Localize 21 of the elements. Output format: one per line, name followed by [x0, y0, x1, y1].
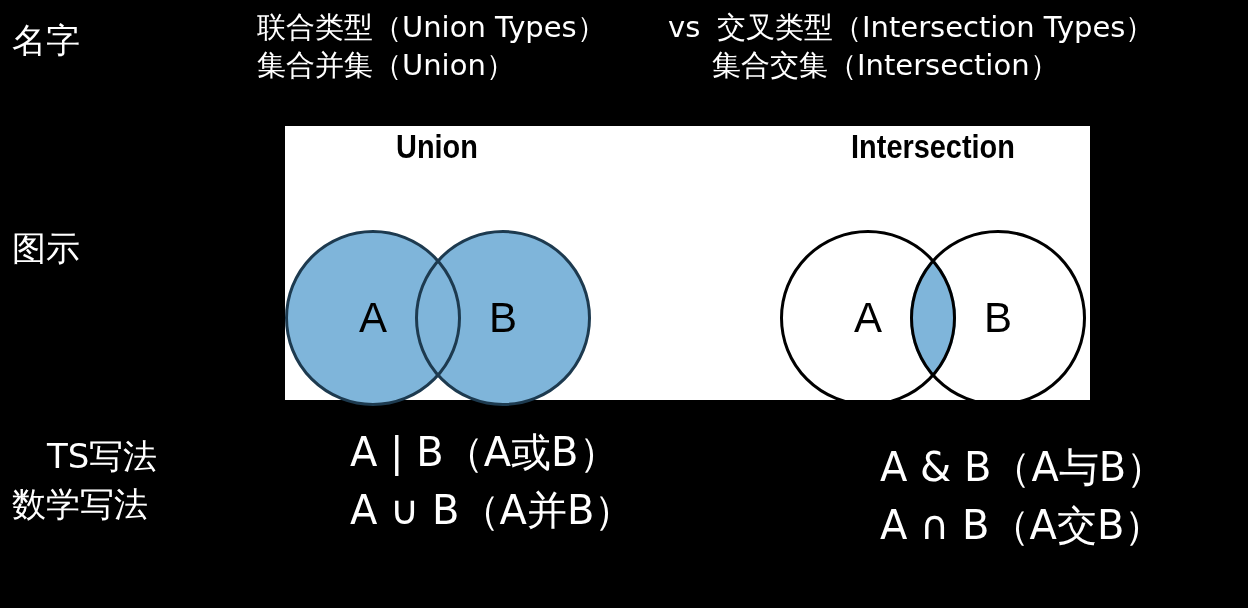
type-name: 交叉类型（Intersection Types）: [717, 12, 1155, 44]
row-heading: TS写法: [47, 438, 158, 476]
set-name: 集合并集（Union）: [257, 50, 515, 82]
row-heading: 名字: [12, 22, 80, 60]
math-expression: A ∩ B（A交B）: [880, 503, 1165, 547]
set-letter: B: [983, 294, 1013, 342]
venn-circle: [415, 230, 591, 406]
venn-circle: [285, 230, 461, 406]
ts-expression: A | B（A或B）: [350, 430, 619, 474]
set-letter: B: [488, 294, 518, 342]
row-heading: 数学写法: [12, 486, 148, 524]
set-name: 集合交集（Intersection）: [712, 50, 1059, 82]
diagram-heading: Intersection: [851, 128, 1015, 166]
ts-expression: A & B（A与B）: [880, 445, 1167, 489]
set-letter: A: [358, 294, 388, 342]
math-expression: A ∪ B（A并B）: [350, 488, 635, 532]
vs-text: vs: [668, 12, 701, 44]
diagram-heading: Union: [396, 128, 478, 166]
row-heading: 图示: [12, 230, 80, 268]
set-letter: A: [853, 294, 883, 342]
type-name: 联合类型（Union Types）: [257, 12, 606, 44]
